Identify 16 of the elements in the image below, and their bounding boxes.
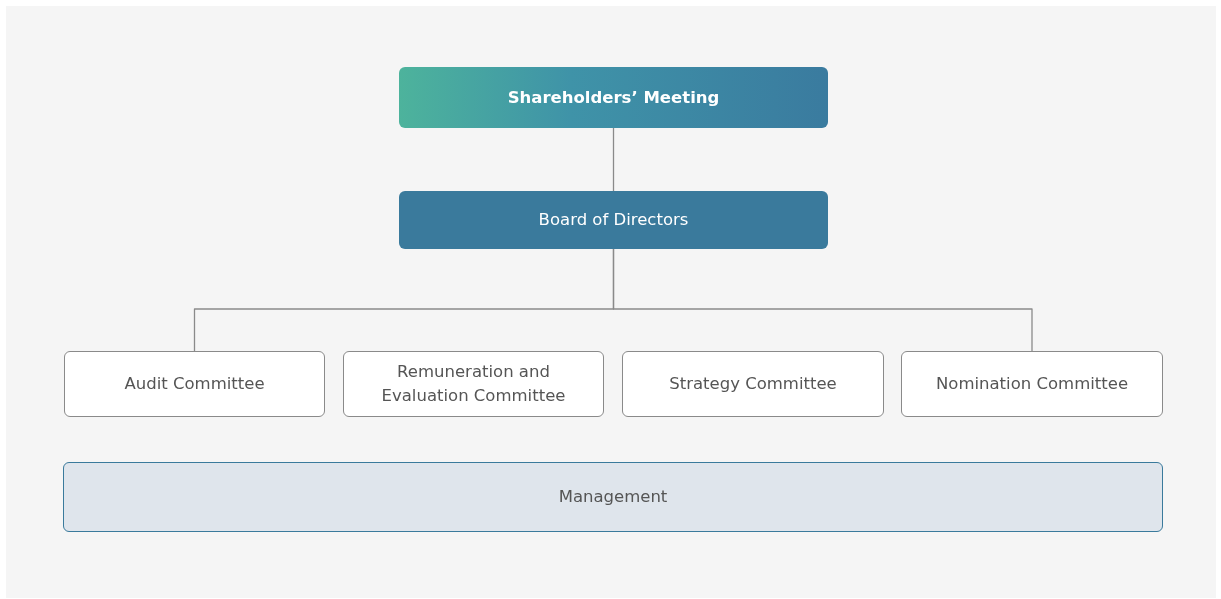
node-label: Audit Committee (124, 373, 265, 395)
node-label: Shareholders’ Meeting (507, 86, 720, 109)
node-label: Remuneration and Evaluation Committee (380, 361, 567, 407)
node-label: Nomination Committee (935, 373, 1129, 395)
committee-box (901, 351, 1163, 417)
management-band (63, 462, 1163, 532)
board-box (399, 191, 828, 249)
header-box (399, 67, 828, 128)
node-label: Strategy Committee (669, 373, 837, 395)
committee-box (64, 351, 325, 417)
connector-line (612, 127, 615, 192)
node-label: Management (558, 486, 668, 508)
connector-line (612, 248, 1033, 352)
node-label: Board of Directors (538, 209, 689, 231)
committee-box (343, 351, 604, 417)
committee-box (622, 351, 884, 417)
